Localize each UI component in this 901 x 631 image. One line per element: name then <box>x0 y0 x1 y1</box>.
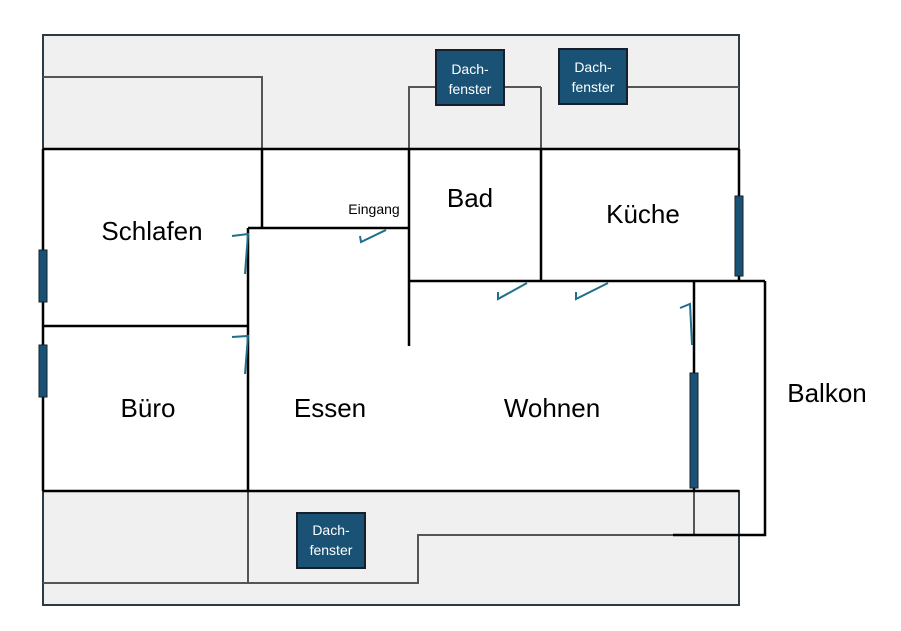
door-bad <box>497 282 528 301</box>
skylight-2-label-line2: fenster <box>572 79 615 95</box>
roof-lines <box>43 76 739 584</box>
skylight-2: Dach- fenster <box>558 48 628 105</box>
entrance-label: Eingang <box>348 201 399 217</box>
skylight-1: Dach- fenster <box>435 49 505 106</box>
door-schlafen <box>231 232 250 275</box>
room-label-essen: Essen <box>294 393 366 423</box>
door-kueche <box>575 282 609 301</box>
skylight-1-label-line2: fenster <box>449 81 492 97</box>
skylight-3-label-line1: Dach- <box>312 522 350 538</box>
room-label-wohnen: Wohnen <box>504 393 600 423</box>
door-buero <box>231 334 250 375</box>
skylight-3: Dach- fenster <box>296 512 366 569</box>
room-label-balkon: Balkon <box>787 378 867 408</box>
walls <box>41 147 767 537</box>
door-marks <box>231 229 693 375</box>
room-label-bad: Bad <box>447 183 493 213</box>
skylight-2-label-line1: Dach- <box>574 59 612 75</box>
window-kueche <box>734 195 744 277</box>
room-label-schlafen: Schlafen <box>101 216 202 246</box>
window-schlafen <box>38 249 48 303</box>
window-wohnen <box>689 372 699 489</box>
room-label-buero: Büro <box>121 393 176 423</box>
window-buero <box>38 344 48 398</box>
roof-slope-bottom <box>42 490 740 606</box>
door-eingang <box>359 229 387 244</box>
wall-windows <box>38 195 744 489</box>
skylight-1-label-line1: Dach- <box>451 61 489 77</box>
door-balkon <box>679 302 693 346</box>
roof-slope-top <box>42 34 740 150</box>
skylight-3-label-line2: fenster <box>310 542 353 558</box>
room-label-kueche: Küche <box>606 199 680 229</box>
